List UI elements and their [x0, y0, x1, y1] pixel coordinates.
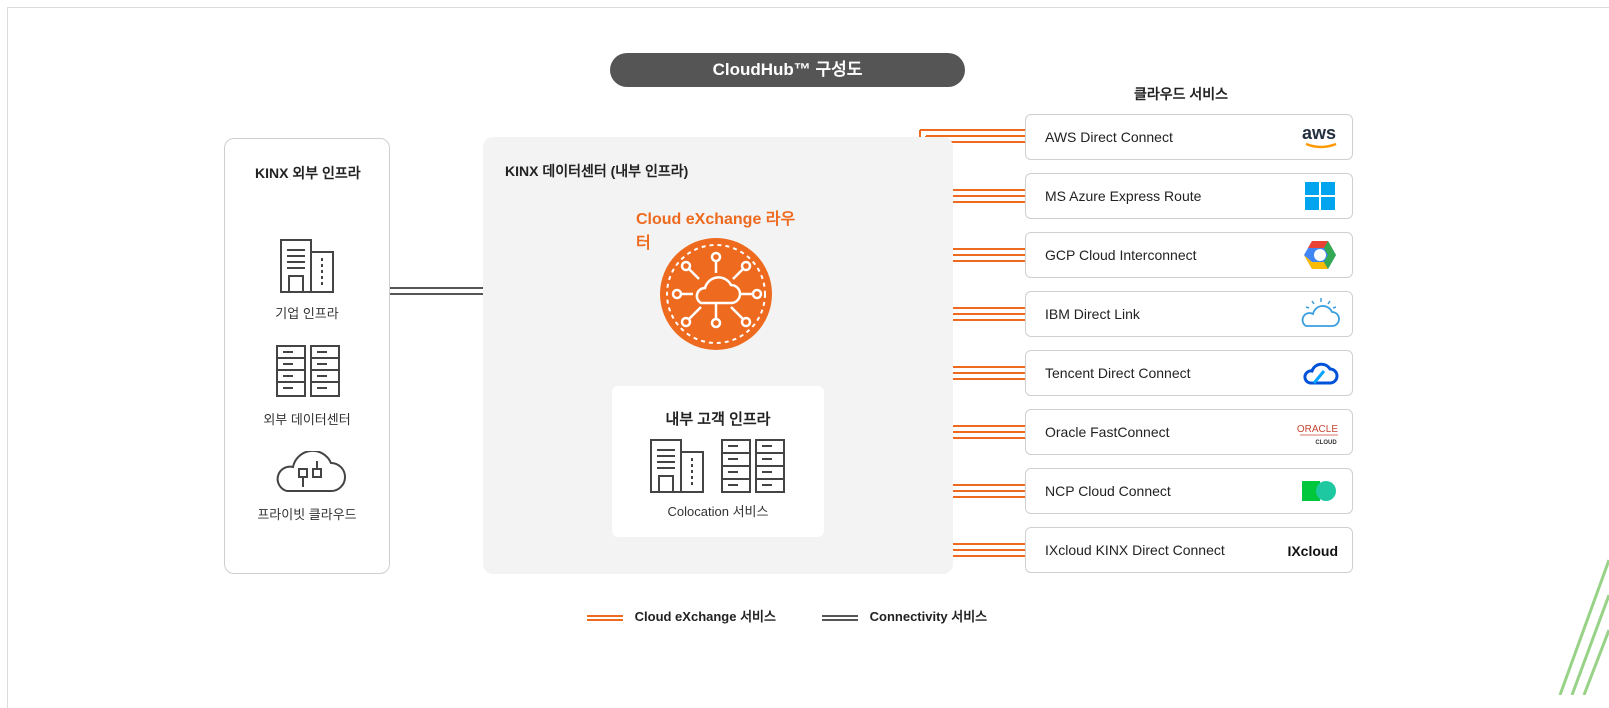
cloud-services-heading: 클라우드 서비스 [1134, 86, 1229, 102]
router-label: Cloud eXchange 라우터 [636, 211, 796, 252]
service-item-azure: MS Azure Express Route [1025, 173, 1353, 219]
service-item-aws: AWS Direct Connect aws [1025, 114, 1353, 160]
legend-orange-line [587, 614, 623, 621]
ixcloud-logo: IXcloud [1287, 543, 1338, 559]
router-icon [660, 238, 772, 350]
service-label: Tencent Direct Connect [1045, 365, 1191, 381]
colocation-title: 내부 고객 인프라 [665, 411, 771, 428]
tencent-cloud-logo [1303, 362, 1339, 385]
oracle-logo-subtext: CLOUD [1315, 440, 1337, 446]
ixcloud-logo-text: IXcloud [1287, 543, 1338, 559]
oracle-logo-text: ORACLE [1297, 424, 1338, 435]
service-item-ncp: NCP Cloud Connect [1025, 468, 1353, 514]
service-item-oracle: Oracle FastConnect ORACLE CLOUD [1025, 409, 1353, 455]
decorative-stripes [1558, 559, 1609, 695]
legend-cloud-exchange: Cloud eXchange 서비스 [587, 606, 776, 625]
office-building-icon [650, 439, 704, 493]
external-infra-heading: KINX 외부 인프라 [255, 165, 361, 181]
service-item-ibm: IBM Direct Link [1025, 291, 1353, 337]
external-infra-panel: KINX 외부 인프라 기업 인프라 외부 데이터센터 프라이빗 클라우드 [224, 138, 390, 574]
oracle-cloud-logo: ORACLE CLOUD [1297, 424, 1338, 446]
legend-connectivity: Connectivity 서비스 [822, 606, 987, 625]
legend-label: Connectivity 서비스 [869, 609, 988, 624]
colocation-box: 내부 고객 인프라 Colocation 서비스 [612, 386, 824, 537]
service-label: IXcloud KINX Direct Connect [1045, 542, 1225, 558]
service-item-tencent: Tencent Direct Connect [1025, 350, 1353, 396]
ibm-cloud-logo [1301, 298, 1340, 327]
service-label: IBM Direct Link [1045, 306, 1140, 322]
office-building-icon [280, 239, 334, 293]
infra-item-label: 기업 인프라 [275, 306, 339, 321]
ncp-logo [1302, 481, 1336, 501]
infra-item-label: 프라이빗 클라우드 [257, 507, 357, 522]
service-label: AWS Direct Connect [1045, 129, 1173, 145]
service-item-ixcloud: IXcloud KINX Direct Connect IXcloud [1025, 527, 1353, 573]
service-label: GCP Cloud Interconnect [1045, 247, 1197, 263]
windows-logo [1305, 182, 1335, 210]
server-rack-icon [721, 439, 785, 493]
google-cloud-logo [1304, 241, 1336, 269]
aws-logo: aws [1302, 123, 1337, 149]
service-label: MS Azure Express Route [1045, 188, 1202, 204]
service-item-gcp: GCP Cloud Interconnect [1025, 232, 1353, 278]
service-label: NCP Cloud Connect [1045, 483, 1171, 499]
diagram-title: CloudHub™ 구성도 [610, 53, 965, 87]
aws-logo-text: aws [1302, 123, 1336, 143]
service-label: Oracle FastConnect [1045, 424, 1170, 440]
legend-gray-line [822, 614, 858, 621]
server-rack-icon [276, 345, 340, 397]
infra-item-label: 외부 데이터센터 [263, 412, 351, 427]
colocation-label: Colocation 서비스 [667, 504, 769, 519]
datacenter-heading: KINX 데이터센터 (내부 인프라) [505, 163, 689, 179]
legend-label: Cloud eXchange 서비스 [634, 609, 776, 624]
private-cloud-icon [276, 451, 346, 492]
page-frame [7, 7, 1609, 708]
